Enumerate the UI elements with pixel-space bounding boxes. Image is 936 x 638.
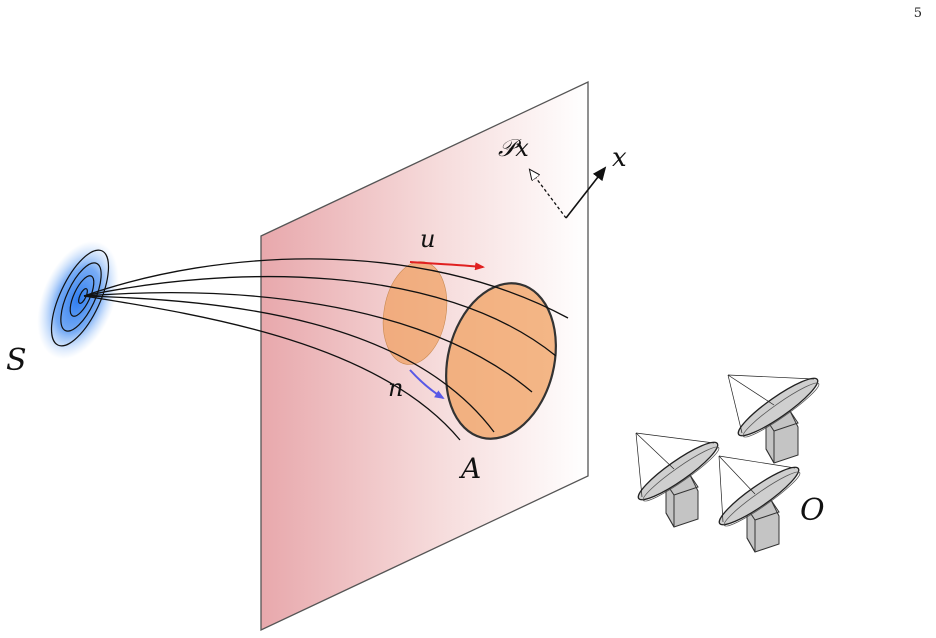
label-observer: O bbox=[800, 493, 825, 528]
area-a-ellipse bbox=[445, 282, 557, 440]
label-source: S bbox=[6, 343, 27, 378]
telescope-bottom bbox=[718, 455, 801, 553]
telescope-left bbox=[635, 432, 720, 528]
cross-section-front bbox=[382, 261, 448, 365]
source-emitter bbox=[37, 240, 119, 360]
page-number: 5 bbox=[913, 6, 922, 21]
label-x: x bbox=[612, 143, 627, 173]
x-vector-arrow bbox=[565, 166, 607, 219]
telescope-top bbox=[727, 374, 820, 464]
label-area: A bbox=[458, 452, 481, 485]
u-vector-arrow bbox=[409, 261, 485, 271]
n-vector-arrow bbox=[409, 369, 445, 400]
geodesic-rays bbox=[83, 258, 569, 441]
label-n: n bbox=[388, 374, 403, 402]
parity-x-vector-arrow bbox=[530, 170, 567, 219]
label-parity-x: 𝒫x bbox=[498, 134, 529, 162]
label-u: u bbox=[420, 225, 435, 253]
